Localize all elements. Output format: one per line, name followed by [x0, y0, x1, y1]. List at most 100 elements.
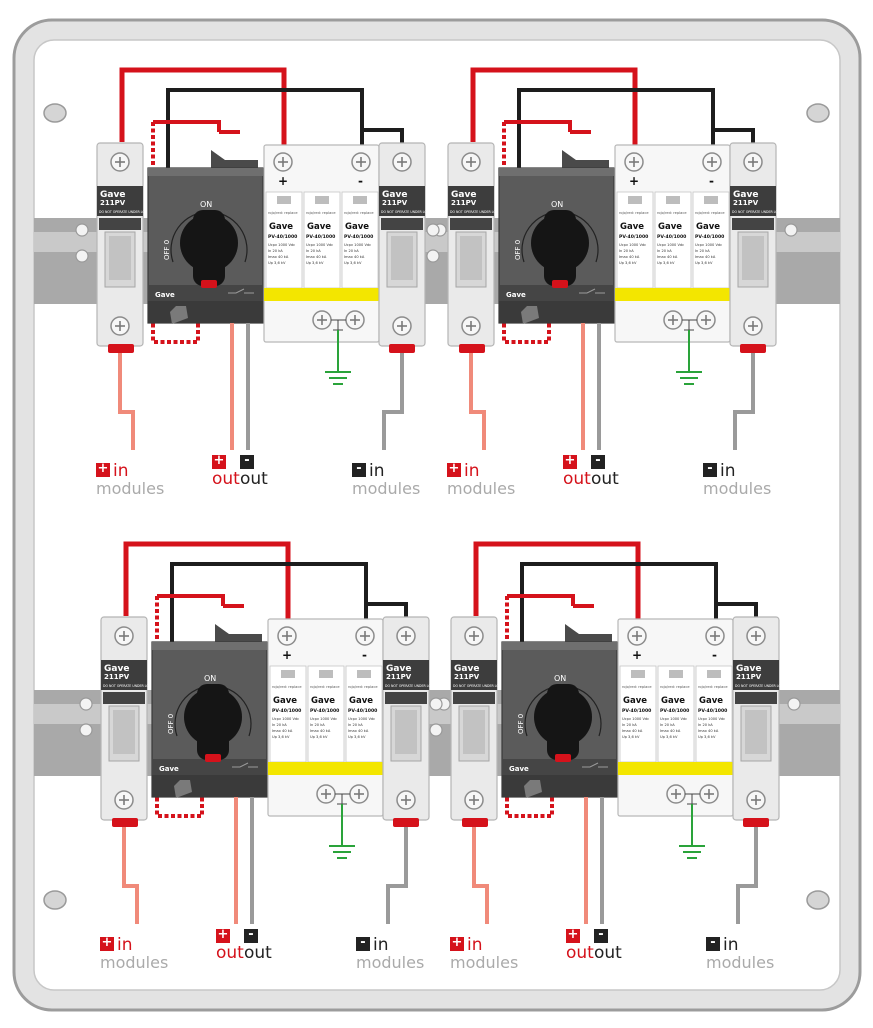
breaker-warning: DO NOT OPERATE UNDER LOAD [450, 210, 501, 214]
switch-brand: Gave [506, 291, 526, 299]
sign-glyph: + [97, 461, 109, 476]
rail-clip [787, 697, 801, 711]
minus-box-icon: - [706, 935, 720, 951]
minus-out-line: out [594, 945, 622, 962]
plus-out-line: out [212, 471, 240, 488]
spd-spec: Imax 40 kA [698, 729, 719, 733]
spd-yellow-band [268, 762, 383, 775]
switch-base [502, 775, 617, 797]
spd-spec: Imax 40 kA [344, 255, 365, 259]
breaker-warning: DO NOT OPERATE UNDER LOAD [103, 684, 154, 688]
minus-box-icon: - [703, 461, 717, 477]
plus-box-icon: + [212, 453, 226, 469]
switch-top-band [152, 642, 267, 650]
spd-spec: Imax 40 kA [310, 729, 331, 733]
spd-model: PV-40/1000 [657, 234, 686, 240]
red-wire-switch-feed [507, 594, 575, 606]
spd-model: PV-40/1000 [268, 234, 297, 240]
switch-base [148, 301, 263, 323]
spd-module-body [307, 665, 345, 763]
minus-box-icon: - [594, 927, 608, 943]
switch-clamp [174, 780, 192, 798]
spd-status-window [281, 670, 295, 678]
breaker-warning: DO NOT OPERATE UNDER LOAD [735, 684, 786, 688]
breaker-label-plate [379, 186, 425, 216]
spd-plus-label: + [629, 174, 639, 188]
mounting-hole [43, 890, 67, 910]
breaker-brand: Gave [733, 190, 758, 200]
spd-spec: Ucpv 1000 Vdc [695, 243, 722, 247]
label-plus-out: +out [563, 453, 591, 488]
breaker-warning: DO NOT OPERATE UNDER LOAD [99, 210, 150, 214]
breaker-toggle-top [732, 218, 774, 230]
minus-out-line: out [591, 471, 619, 488]
spd-status-window [319, 670, 333, 678]
rail-clip [75, 249, 89, 263]
spd-module-body [341, 191, 379, 289]
spd-status-window [357, 670, 371, 678]
spd-spec: In 20 kA [306, 249, 321, 253]
spd-status-window [277, 196, 291, 204]
spd-brand: Gave [269, 222, 293, 232]
breaker-model: 211PV [100, 199, 126, 207]
switch-handle [197, 684, 229, 760]
spd-brand: Gave [345, 222, 369, 232]
sign-glyph: + [101, 935, 113, 950]
sign-glyph: + [564, 453, 576, 468]
red-wire-switch-feed [504, 120, 572, 132]
minus-box-icon: - [240, 453, 254, 469]
spd-spec: Ucpv 1000 Vdc [657, 243, 684, 247]
spd-spec: Up 3,6 kV [310, 735, 328, 739]
spd-brand: Gave [349, 696, 373, 706]
breaker-terminal-cap [740, 344, 766, 353]
switch-on-label: ON [204, 674, 216, 683]
switch-clamp [521, 306, 539, 324]
minus-in-text: in [369, 461, 385, 481]
switch-symbol [232, 762, 258, 768]
switch-handle [544, 210, 576, 286]
modules-text: modules [706, 953, 775, 972]
spd-brand: Gave [620, 222, 644, 232]
switch-brand: Gave [159, 765, 179, 773]
spd-spec: Imax 40 kA [619, 255, 640, 259]
spd-spec: Up 3,6 kV [657, 261, 675, 265]
minus-in-text: in [373, 935, 389, 955]
switch-bottom-band [502, 759, 617, 775]
label-minus-out: -out [591, 453, 619, 488]
spd-brand: Gave [623, 696, 647, 706]
spd-replace-note: rojo/red: replace [310, 685, 340, 689]
breaker-model: 211PV [454, 673, 480, 681]
black-wire-minus-bridge [166, 88, 364, 168]
spd-spec: In 20 kA [660, 723, 675, 727]
spd-plus-label: + [282, 648, 292, 662]
spd-status-window [669, 670, 683, 678]
spd-spec: In 20 kA [348, 723, 363, 727]
sign-glyph: - [356, 461, 362, 476]
rail-clip [79, 723, 93, 737]
sign-glyph: + [213, 453, 225, 468]
spd-status-window [631, 670, 645, 678]
spd-status-window [353, 196, 367, 204]
spd-module-body [619, 665, 657, 763]
sign-glyph: + [451, 935, 463, 950]
rail-clip [426, 249, 440, 263]
breaker-toggle-lever [463, 710, 485, 754]
switch-top-band [148, 168, 263, 176]
switch-lid [562, 150, 609, 172]
breaker-label-plate [730, 186, 776, 216]
sign-glyph: - [707, 461, 713, 476]
sign-glyph: + [448, 461, 460, 476]
spd-spec: Up 3,6 kV [695, 261, 713, 265]
